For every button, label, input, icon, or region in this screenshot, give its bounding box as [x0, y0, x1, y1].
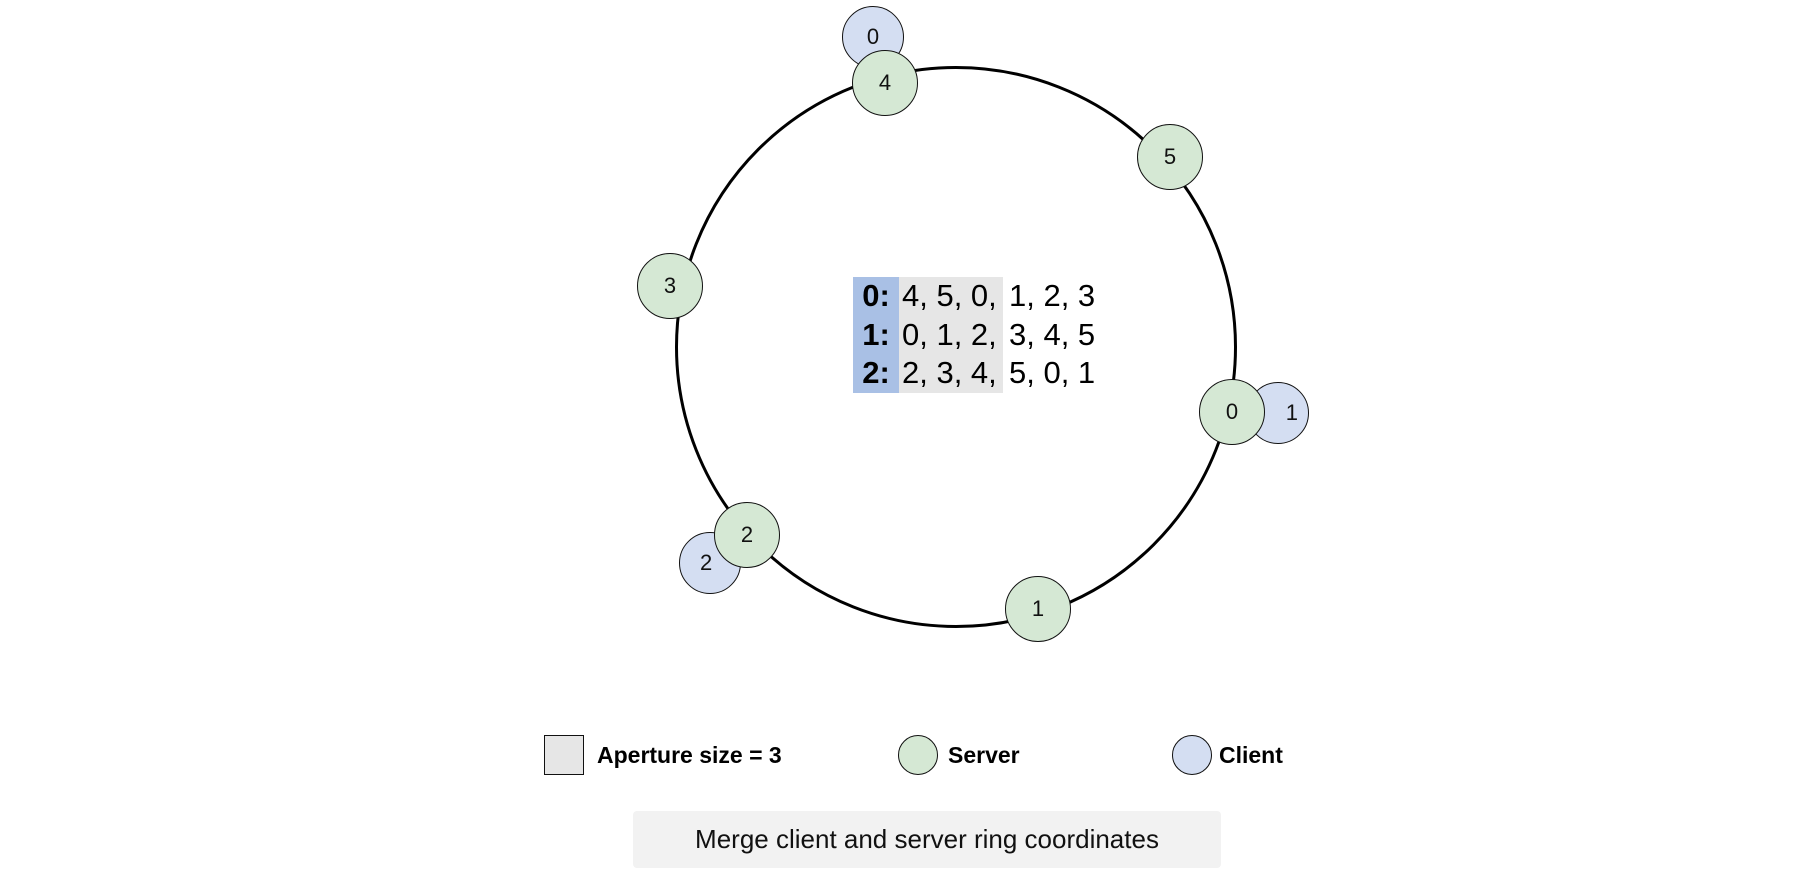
client-legend-swatch: [1172, 735, 1212, 775]
aperture-window: 0, 1, 2,: [899, 315, 1003, 354]
aperture-row-2: 2: 2, 3, 4, 5, 0, 1: [853, 354, 1095, 393]
aperture-rest: 3, 4, 5: [1009, 316, 1096, 352]
aperture-row-0: 0: 4, 5, 0, 1, 2, 3: [853, 277, 1095, 316]
server-node-5: 5: [1137, 124, 1203, 190]
aperture-row-1: 1: 0, 1, 2, 3, 4, 5: [853, 315, 1096, 354]
server-node-4: 4: [852, 50, 918, 116]
server-node-label: 0: [1225, 399, 1239, 424]
aperture-legend-label: Aperture size = 3: [597, 742, 782, 768]
server-node-label: 1: [1031, 596, 1045, 621]
server-node-label: 3: [663, 273, 677, 298]
client-key: 0:: [853, 277, 899, 316]
aperture-window: 2, 3, 4,: [899, 354, 1003, 393]
merge-coordinates-button[interactable]: Merge client and server ring coordinates: [633, 811, 1221, 868]
server-legend-swatch: [898, 735, 938, 775]
aperture-rest: 5, 0, 1: [1009, 355, 1096, 391]
server-node-label: 5: [1163, 144, 1177, 169]
server-node-2: 2: [714, 502, 780, 568]
client-key: 2:: [853, 354, 899, 393]
client-node-label: 1: [1285, 400, 1298, 425]
aperture-legend-swatch: [544, 735, 584, 775]
server-node-1: 1: [1005, 576, 1071, 642]
aperture-rest: 1, 2, 3: [1009, 278, 1096, 314]
server-node-label: 2: [740, 522, 754, 547]
client-node-label: 0: [866, 24, 880, 49]
aperture-table: 0: 4, 5, 0, 1, 2, 3 1: 0, 1, 2, 3, 4, 5 …: [853, 277, 1095, 393]
server-node-3: 3: [637, 253, 703, 319]
hash-ring: [675, 66, 1237, 628]
server-node-label: 4: [878, 70, 892, 95]
aperture-window: 4, 5, 0,: [899, 277, 1003, 316]
client-key: 1:: [853, 315, 899, 354]
client-node-label: 2: [700, 550, 713, 575]
server-node-0: 0: [1199, 379, 1265, 445]
server-legend-label: Server: [948, 742, 1020, 768]
client-legend-label: Client: [1219, 742, 1283, 768]
